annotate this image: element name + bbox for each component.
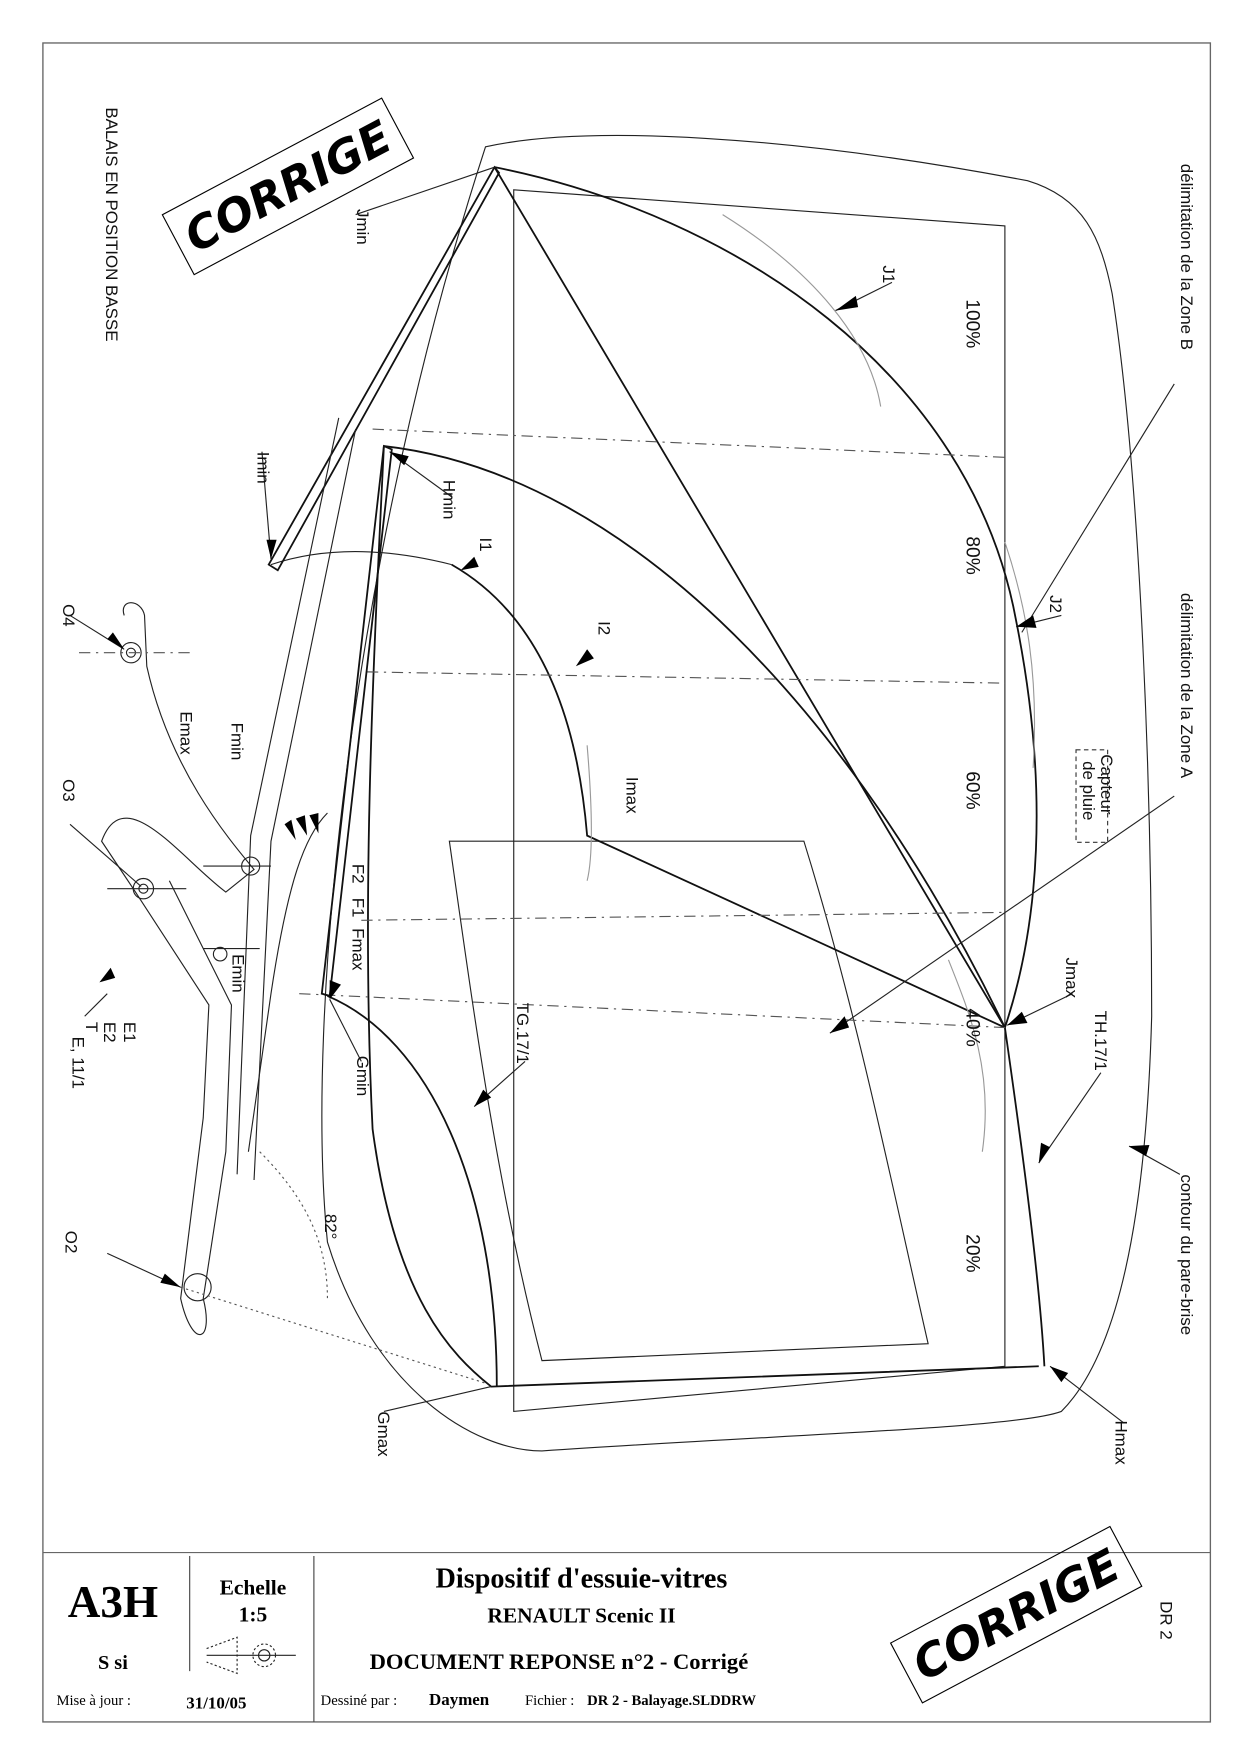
sensor-label-1: Capteur — [1097, 754, 1116, 815]
label-jmax: Jmax — [1062, 958, 1081, 999]
pct-40: 40% — [962, 1008, 983, 1046]
tb-sheet: DR 2 — [1157, 1601, 1176, 1640]
label-e2: E2 — [100, 1022, 119, 1043]
gmin-arc — [327, 995, 498, 1387]
tb-file-name: DR 2 - Balayage.SLDDRW — [587, 1693, 756, 1709]
label-gmax: Gmax — [374, 1411, 393, 1457]
label-jmin: Jmin — [353, 209, 372, 245]
passenger-sweep — [383, 445, 1006, 1028]
tb-drawn-by: Daymen — [429, 1690, 490, 1709]
label-gmin: Gmin — [353, 1056, 372, 1096]
tb-update-date: 31/10/05 — [186, 1693, 246, 1712]
label-emax: Emax — [177, 711, 196, 755]
label-f1: F1 — [348, 898, 367, 918]
driver-blade — [267, 165, 501, 572]
tb-update-label: Mise à jour : — [56, 1693, 131, 1709]
label-j2: J2 — [1046, 595, 1065, 613]
sensor-label-2: de pluie — [1079, 761, 1098, 820]
zone-a-outline — [448, 840, 929, 1362]
label-te: T — [82, 1022, 101, 1032]
corrige-stamp-top: CORRIGE — [161, 97, 415, 276]
zone-b-outline — [513, 189, 1006, 1413]
label-te-sub: E, 11/1 — [68, 1037, 87, 1089]
svg-text:CORRIGE: CORRIGE — [904, 1538, 1128, 1691]
tb-code: A3H — [68, 1577, 158, 1627]
label-tg: TG.17/1 — [513, 1003, 532, 1064]
label-hmin: Hmin — [440, 480, 459, 520]
tb-section: S si — [98, 1652, 128, 1674]
tb-scale-value: 1:5 — [239, 1602, 268, 1626]
tb-drawn-by-label: Dessiné par : — [321, 1693, 398, 1709]
label-i2: I2 — [594, 621, 613, 635]
zone-a-label: délimitation de la Zone A — [1177, 593, 1196, 779]
arrowheads — [99, 295, 1150, 1383]
label-fmin: Fmin — [227, 723, 246, 761]
driver-wiper-sweep — [494, 166, 1046, 1367]
zone-b-label: délimitation de la Zone B — [1177, 164, 1196, 350]
label-imax: Imax — [623, 777, 642, 814]
label-emin: Emin — [229, 954, 248, 993]
pct-100: 100% — [962, 299, 983, 348]
lower-sweep — [367, 446, 1039, 1388]
label-e1: E1 — [120, 1022, 139, 1043]
contour-label: contour du pare-brise — [1177, 1174, 1196, 1335]
label-imin: Imin — [253, 452, 272, 484]
side-title: BALAIS EN POSITION BASSE — [102, 107, 121, 341]
label-o2: O2 — [61, 1231, 80, 1254]
sweep-lines — [451, 166, 1006, 1029]
label-fmax: Fmax — [348, 928, 367, 971]
tb-file-label: Fichier : — [525, 1693, 574, 1709]
label-o3: O3 — [59, 779, 78, 802]
projection-symbol — [206, 1636, 296, 1675]
tb-title: Dispositif d'essuie-vitres — [436, 1564, 728, 1595]
label-th: TH.17/1 — [1091, 1011, 1110, 1071]
pct-20: 20% — [962, 1234, 983, 1272]
label-i1: I1 — [476, 538, 495, 552]
pct-80: 80% — [962, 536, 983, 574]
tb-subtitle: RENAULT Scenic II — [487, 1604, 675, 1628]
tb-scale-label: Echelle — [220, 1575, 287, 1599]
rain-sensor-box — [1075, 749, 1109, 843]
label-hmax: Hmax — [1112, 1420, 1131, 1465]
pct-60: 60% — [962, 771, 983, 809]
linkage-arm — [100, 602, 255, 1336]
label-angle: 82° — [321, 1214, 340, 1240]
tb-document: DOCUMENT REPONSE n°2 - Corrigé — [370, 1649, 749, 1674]
label-o4: O4 — [59, 604, 78, 627]
sheet-frame — [42, 42, 1212, 1723]
label-j1: J1 — [879, 265, 898, 283]
windscreen-contour — [321, 134, 1153, 1452]
label-f2: F2 — [348, 864, 367, 884]
